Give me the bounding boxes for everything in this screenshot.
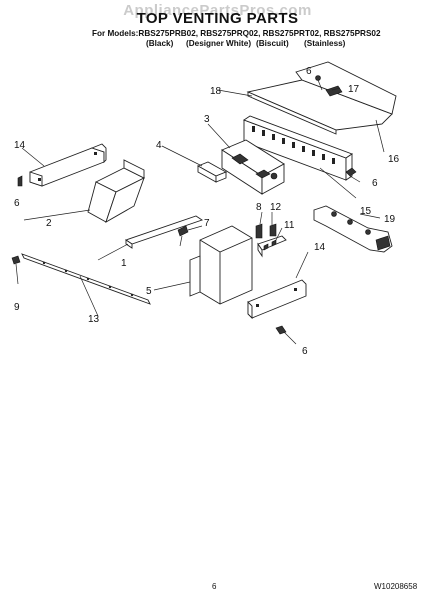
callout-6-mid: 6 [372,178,378,189]
part-9-screw [11,255,21,265]
callout-9: 9 [14,302,20,313]
callout-14-bottom: 14 [314,242,326,253]
part-11-terminal [257,235,287,258]
callout-7: 7 [204,218,210,229]
page-number: 6 [212,582,217,591]
leader-lines [15,87,385,317]
color-designer-white: (Designer White) [186,39,252,48]
callout-6-bottom: 6 [302,346,308,357]
part-1-plate [124,215,204,249]
callout-6-left: 6 [14,198,20,209]
part-16-cover-edge [295,61,397,115]
watermark: AppliancePartsPros.com [123,2,312,19]
part-7-screw [177,225,189,247]
models-list: RBS275PRB02, RBS275PRQ02, RBS275PRT02, R… [138,29,381,38]
callout-3: 3 [204,114,210,125]
callout-16: 16 [388,154,400,165]
callout-14-top: 14 [14,140,26,151]
part-18-top-cover [246,79,393,135]
callout-2: 2 [46,218,52,229]
callout-1: 1 [121,258,127,269]
page-title: TOP VENTING PARTS [136,10,299,27]
callout-18: 18 [210,86,222,97]
color-black: (Black) [146,39,174,48]
callout-4: 4 [156,140,162,151]
callout-12: 12 [270,202,282,213]
callout-13: 13 [88,314,100,325]
callout-15: 15 [360,206,372,217]
part-6-screw [315,75,323,91]
callout-19: 19 [384,214,396,225]
callout-6-top: 6 [306,66,312,77]
callout-5: 5 [146,286,152,297]
part-13-rail [21,253,151,305]
part-19-harness [313,205,393,253]
part-6-screw [17,175,23,187]
callout-8: 8 [256,202,262,213]
color-biscuit: (Biscuit) [256,39,289,48]
part-3-fan-module [221,139,285,195]
callout-17: 17 [348,84,360,95]
part-12-screw [269,223,277,237]
part-6-screw [345,167,361,183]
part-6-screw [275,325,297,345]
part-4-block [196,161,228,183]
part-8-screw [255,223,263,239]
part-5-housing [189,225,253,305]
part-2-duct [87,159,146,223]
color-stainless: (Stainless) [304,39,346,48]
models-prefix: For Models: [92,29,139,38]
document-code: W10208658 [374,582,418,591]
callout-labels: 1 2 3 4 5 6 6 6 6 7 8 9 11 12 13 14 14 1… [14,66,400,357]
part-14-bracket-left [29,143,107,187]
callout-11: 11 [284,220,295,231]
model-list: For Models:RBS275PRB02, RBS275PRQ02, RBS… [92,29,381,38]
part-14-bracket-right [247,279,307,320]
